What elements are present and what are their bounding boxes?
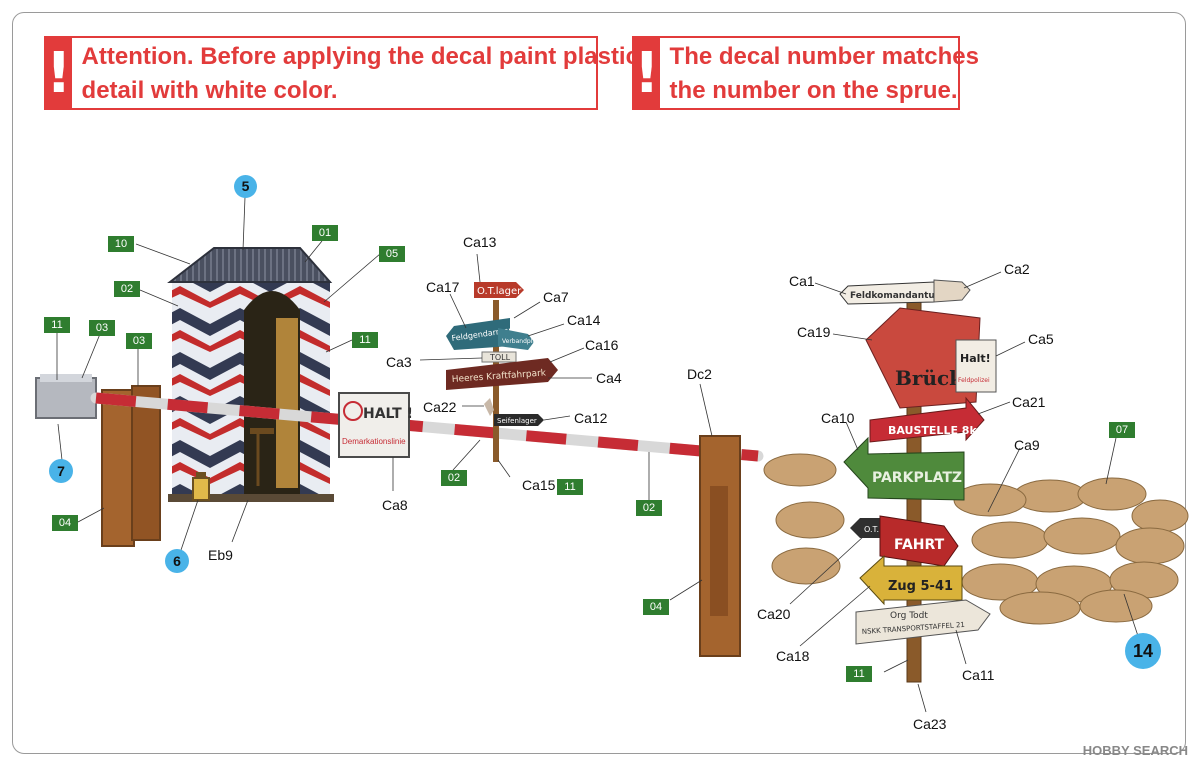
watermark: HOBBY SEARCH [1082, 743, 1188, 758]
halt-sign-text: HALT ! [363, 406, 413, 422]
label-Ca17: Ca17 [426, 279, 460, 295]
label-Ca9: Ca9 [1014, 437, 1040, 453]
part-04-b: 04 [643, 599, 669, 615]
sign-ot-lager: O.T.lager [477, 286, 522, 297]
label-Ca7: Ca7 [543, 289, 569, 305]
barrier-pole [90, 392, 764, 462]
part-03-b: 03 [126, 333, 152, 349]
part-01: 01 [312, 225, 338, 241]
sign-fahrt: FAHRT [894, 537, 945, 553]
decal-line-1: The decal number matches [669, 43, 979, 70]
part-11-a: 11 [352, 332, 378, 348]
sign-ot2: O.T.2 [864, 525, 884, 534]
label-Ca5: Ca5 [1028, 331, 1054, 347]
part-11-d: 11 [846, 666, 872, 682]
sandbag-wall [763, 453, 1189, 625]
lantern [192, 472, 210, 501]
label-Ca4: Ca4 [596, 370, 622, 386]
part-02-a: 02 [114, 281, 140, 297]
label-Ca13: Ca13 [463, 234, 497, 250]
exclamation-icon: ! [46, 38, 72, 108]
right-signpost: Feldkomandantur Brücke Halt! Feldpolizei… [839, 279, 997, 683]
sign-baustelle: BAUSTELLE 8km [888, 424, 988, 437]
label-Ca8: Ca8 [382, 497, 408, 513]
label-Ca21: Ca21 [1012, 394, 1046, 410]
label-Ca10: Ca10 [821, 410, 855, 426]
decal-text: The decal number matches the number on t… [660, 38, 989, 108]
callout-14: 14 [1125, 633, 1161, 669]
exclamation-icon: ! [634, 38, 660, 108]
sentry-box [167, 247, 334, 502]
part-02-c: 02 [636, 500, 662, 516]
demarkation-text: Demarkationslinie [342, 437, 406, 446]
halt-sign: HALT ! Demarkationslinie [338, 392, 413, 458]
label-Ca12: Ca12 [574, 410, 608, 426]
callout-5: 5 [234, 175, 257, 198]
sign-feldkommandantur: Feldkomandantur [850, 291, 940, 301]
page-border [12, 12, 1186, 754]
sign-halt-small: Halt! [960, 352, 991, 365]
callout-7: 7 [49, 459, 73, 483]
part-11-b: 11 [44, 317, 70, 333]
label-Ca3: Ca3 [386, 354, 412, 370]
part-05: 05 [379, 246, 405, 262]
label-Ca20: Ca20 [757, 606, 791, 622]
attention-line-2: detail with white color. [81, 77, 338, 104]
sign-verband: Verbandplatz [502, 338, 542, 345]
attention-note: ! Attention. Before applying the decal p… [44, 36, 639, 110]
attention-line-1: Attention. Before applying the decal pai… [81, 43, 639, 70]
label-Ca14: Ca14 [567, 312, 601, 328]
part-04-a: 04 [52, 515, 78, 531]
label-Ca11: Ca11 [962, 667, 995, 683]
label-Ca15: Ca15 [522, 477, 556, 493]
sign-zug: Zug 5-41 [888, 579, 953, 594]
part-03-a: 03 [89, 320, 115, 336]
barrier-right-post [699, 435, 741, 657]
label-Ca22: Ca22 [423, 399, 457, 415]
sign-parkplatz: PARKPLATZ [872, 470, 962, 486]
part-07: 07 [1109, 422, 1135, 438]
label-Ca19: Ca19 [797, 324, 831, 340]
barrier-left-posts [35, 374, 161, 547]
center-signpost: O.T.lager Feldgendarmerie Verbandplatz T… [446, 282, 558, 462]
label-Dc2: Dc2 [687, 366, 712, 382]
label-Ca16: Ca16 [585, 337, 619, 353]
decal-note: ! The decal number matches the number on… [632, 36, 979, 110]
attention-text: Attention. Before applying the decal pai… [72, 38, 649, 108]
part-02-b: 02 [441, 470, 467, 486]
label-Ca2: Ca2 [1004, 261, 1030, 277]
decal-line-2: the number on the sprue. [669, 77, 958, 104]
label-Ca23: Ca23 [913, 716, 947, 732]
callout-6: 6 [165, 549, 189, 573]
sign-seifenlager: Seifenlager [497, 417, 537, 425]
label-Eb9: Eb9 [208, 547, 233, 563]
part-11-c: 11 [557, 479, 583, 495]
sign-toll: TOLL [489, 353, 511, 362]
leader-lines [56, 196, 1139, 713]
label-Ca18: Ca18 [776, 648, 810, 664]
sign-orgtodt: Org Todt [890, 611, 928, 621]
part-10: 10 [108, 236, 134, 252]
label-Ca1: Ca1 [789, 273, 815, 289]
sign-feldpolizei: Feldpolizei [958, 377, 990, 384]
